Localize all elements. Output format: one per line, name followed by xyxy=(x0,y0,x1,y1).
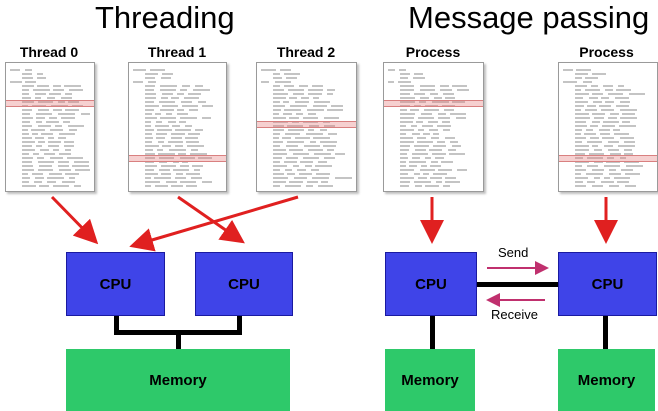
thread-0-to-cpu-arrow xyxy=(50,195,99,245)
current-instruction-highlight xyxy=(384,100,483,107)
current-instruction-highlight xyxy=(129,155,226,162)
code-lines xyxy=(388,69,469,187)
receive-label: Receive xyxy=(491,307,538,322)
thread-0-label: Thread 0 xyxy=(19,44,79,60)
thread-2-code-listing xyxy=(256,62,357,192)
thread-1-to-cpu-arrow xyxy=(177,195,245,244)
process-left-label: Process xyxy=(405,44,461,60)
process-memory-left: Memory xyxy=(385,349,475,411)
threading-cpu-1: CPU xyxy=(195,252,293,316)
current-instruction-highlight xyxy=(559,155,657,162)
current-instruction-highlight xyxy=(257,121,356,128)
message-passing-title: Message passing xyxy=(408,0,650,35)
bus-wire-right-down xyxy=(237,313,242,334)
thread-0-code-listing xyxy=(5,62,95,192)
right-cpu-memory-wire xyxy=(603,313,608,350)
left-cpu-memory-wire xyxy=(430,313,435,350)
thread-2-to-cpu-arrow xyxy=(129,195,299,252)
shared-memory: Memory xyxy=(66,349,290,411)
code-lines xyxy=(261,69,352,187)
code-lines xyxy=(133,69,213,187)
bus-wire-left-down xyxy=(114,313,119,334)
current-instruction-highlight xyxy=(6,100,94,107)
threading-cpu-0: CPU xyxy=(66,252,165,316)
process-left-code-listing xyxy=(383,62,484,192)
threading-title: Threading xyxy=(95,0,235,35)
network-wire xyxy=(475,282,565,287)
bus-wire-to-memory xyxy=(176,330,181,350)
send-label: Send xyxy=(498,245,529,260)
thread-1-label: Thread 1 xyxy=(147,44,207,60)
code-lines xyxy=(10,69,90,187)
process-right-label: Process xyxy=(579,44,634,60)
thread-1-code-listing xyxy=(128,62,227,192)
process-cpu-left: CPU xyxy=(385,252,477,316)
code-lines xyxy=(563,69,645,187)
thread-2-label: Thread 2 xyxy=(276,44,336,60)
process-cpu-right: CPU xyxy=(558,252,657,316)
process-memory-right: Memory xyxy=(558,349,655,411)
